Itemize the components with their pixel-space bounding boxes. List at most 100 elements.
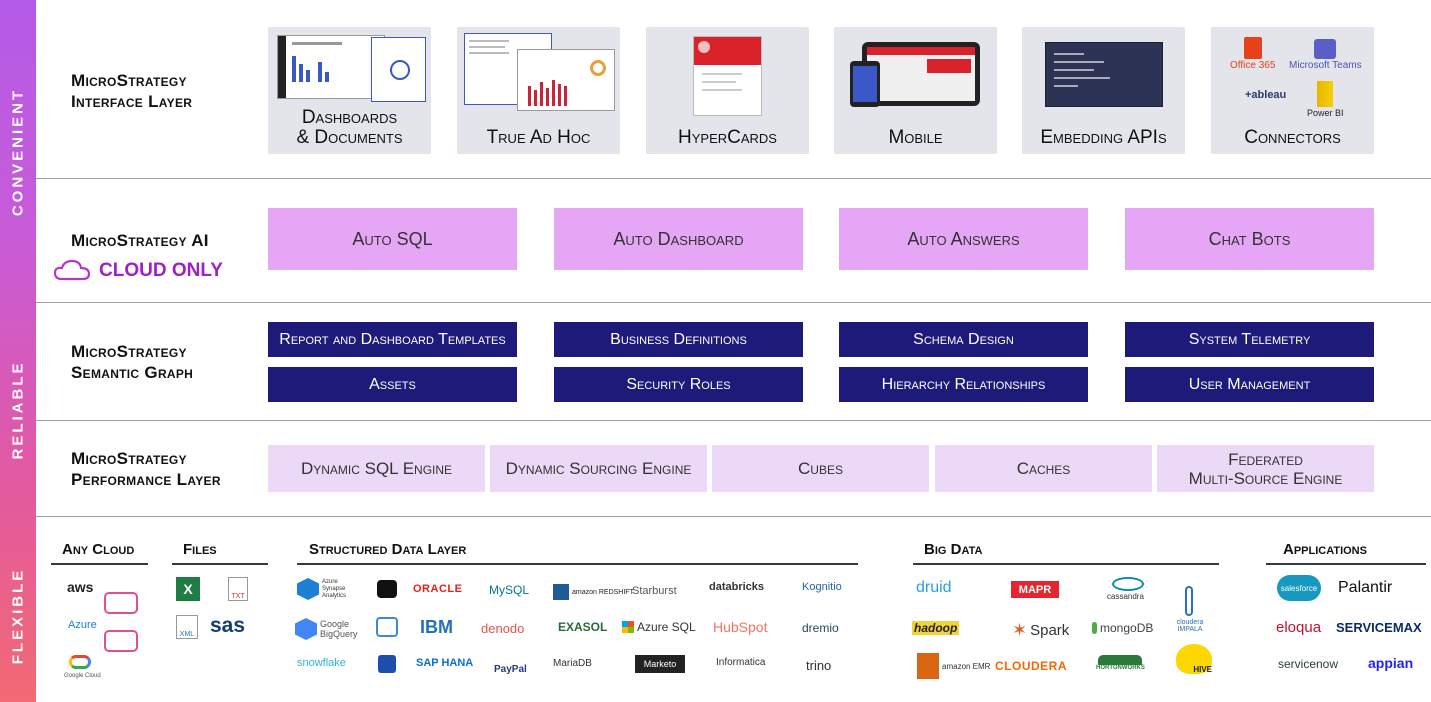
redshift-icon: [553, 584, 569, 600]
perf-dynamic-sql-engine[interactable]: Dynamic SQL Engine: [268, 445, 485, 492]
appian-logo: appian: [1368, 655, 1414, 671]
servicemax-logo: SERVICEMAX: [1336, 620, 1422, 635]
divider: [172, 563, 268, 565]
divider: [36, 302, 1431, 303]
mariadb-logo: MariaDB: [553, 658, 592, 669]
hadoop-logo: hadoop: [912, 621, 960, 635]
tile-label: Embedding APIs: [1040, 127, 1167, 148]
perf-cubes[interactable]: Cubes: [712, 445, 929, 492]
tile-connectors[interactable]: Office 365 Microsoft Teams +ableau Power…: [1211, 27, 1374, 154]
database-icon: [377, 580, 397, 598]
office-icon: [1243, 37, 1262, 59]
microsoft-icon: [622, 621, 634, 633]
performance-layer-title: MicroStrategy Performance Layer: [71, 449, 221, 489]
eloqua-logo: eloqua: [1276, 619, 1322, 636]
sidebar-label-flexible: FLEXIBLE: [9, 567, 27, 665]
salesforce-logo: salesforce: [1277, 575, 1321, 601]
marketo-logo: Marketo: [635, 655, 685, 673]
cassandra-logo: cassandra: [1107, 592, 1144, 601]
divider: [36, 516, 1431, 517]
semantic-business-definitions[interactable]: Business Definitions: [554, 322, 803, 357]
divider: [51, 563, 148, 565]
ibm-logo: IBM: [420, 617, 453, 637]
semantic-schema-design[interactable]: Schema Design: [839, 322, 1088, 357]
informatica-logo: Informatica: [716, 657, 766, 668]
cloudera-impala-logo: cloudera IMPALA: [1176, 619, 1204, 633]
denodo-logo: denodo: [481, 621, 525, 636]
synapse-icon: [297, 578, 319, 600]
amazon-emr-logo: amazon EMR: [917, 653, 990, 679]
cloud-icon: [53, 258, 91, 287]
layer-sidebar: CONVENIENT RELIABLE FLEXIBLE: [0, 0, 36, 702]
tile-true-ad-hoc[interactable]: True Ad Hoc: [457, 27, 620, 154]
hypercard-thumbnail: [693, 36, 762, 116]
divider: [36, 178, 1431, 179]
dremio-logo: dremio: [802, 621, 839, 635]
aws-logo: aws: [67, 579, 94, 595]
elephant-icon: [1098, 655, 1142, 665]
tile-mobile[interactable]: Mobile: [834, 27, 997, 154]
semantic-system-telemetry[interactable]: System Telemetry: [1125, 322, 1374, 357]
adhoc-chart-thumbnail: [517, 49, 615, 111]
divider: [1266, 563, 1426, 565]
hive-logo: HIVE: [1176, 644, 1212, 674]
bigquery-logo: Google BigQuery: [295, 618, 365, 640]
paypal-logo: PayPal: [494, 664, 527, 675]
dashboard-thumbnail: [277, 35, 385, 99]
interface-layer-title: MicroStrategy Interface Layer: [71, 71, 193, 111]
xml-file-icon: XML: [176, 615, 198, 639]
azure-synapse-logo: Azure Synapse Analytics: [297, 578, 357, 600]
heading-applications: Applications: [1283, 541, 1367, 558]
perf-federated-multi-source-engine[interactable]: Federated Multi-Source Engine: [1157, 445, 1374, 492]
perf-caches[interactable]: Caches: [935, 445, 1152, 492]
tile-label: HyperCards: [678, 127, 777, 148]
azure-sql-logo: Azure SQL: [622, 620, 696, 634]
database-icon: [376, 617, 398, 637]
txt-file-icon: TXT: [228, 577, 248, 601]
cloudera-logo: CLOUDERA: [995, 659, 1067, 673]
semantic-hierarchy-relationships[interactable]: Hierarchy Relationships: [839, 367, 1088, 402]
server-icon: [104, 592, 138, 614]
mongodb-leaf-icon: [1092, 622, 1097, 634]
google-cloud-icon: [69, 655, 91, 669]
snowflake-logo: snowflake: [297, 657, 346, 669]
ai-layer-title: MicroStrategy AI: [71, 231, 209, 250]
mapr-logo: MAPR: [1011, 581, 1059, 598]
mysql-logo: MySQL: [489, 583, 530, 597]
office365-logo: Office 365: [1230, 37, 1275, 71]
ai-auto-sql[interactable]: Auto SQL: [268, 208, 517, 270]
spark-logo: ✶ Spark: [1012, 620, 1070, 640]
servicenow-logo: servicenow: [1278, 657, 1339, 671]
exasol-logo: EXASOL: [558, 620, 608, 634]
tile-hypercards[interactable]: HyperCards: [646, 27, 809, 154]
kognitio-logo: Kognitio: [802, 581, 842, 593]
ai-auto-answers[interactable]: Auto Answers: [839, 208, 1088, 270]
google-cloud-logo: Google Cloud: [64, 673, 101, 679]
ai-auto-dashboard[interactable]: Auto Dashboard: [554, 208, 803, 270]
impala-icon: [1185, 586, 1193, 616]
heading-big-data: Big Data: [924, 541, 983, 558]
cassandra-eye-icon: [1112, 577, 1144, 591]
sap-hana-logo: SAP HANA: [416, 657, 474, 669]
bigquery-icon: [295, 618, 317, 640]
semantic-report-dashboard-templates[interactable]: Report and Dashboard Templates: [268, 322, 517, 357]
oracle-logo: ORACLE: [413, 583, 463, 595]
druid-logo: druid: [916, 579, 952, 596]
tile-embedding-apis[interactable]: Embedding APIs: [1022, 27, 1185, 154]
semantic-assets[interactable]: Assets: [268, 367, 517, 402]
spark-star-icon: ✶: [1012, 620, 1028, 640]
tile-label: Connectors: [1244, 127, 1341, 148]
cloud-only-label: CLOUD ONLY: [99, 260, 223, 281]
palantir-logo: Palantir: [1338, 579, 1393, 596]
redshift-logo: amazon REDSHIFT: [553, 584, 634, 600]
semantic-user-management[interactable]: User Management: [1125, 367, 1374, 402]
semantic-security-roles[interactable]: Security Roles: [554, 367, 803, 402]
perf-dynamic-sourcing-engine[interactable]: Dynamic Sourcing Engine: [490, 445, 707, 492]
ai-chat-bots[interactable]: Chat Bots: [1125, 208, 1374, 270]
sidebar-label-reliable: RELIABLE: [9, 360, 27, 460]
heading-any-cloud: Any Cloud: [62, 541, 135, 558]
teams-icon: [1314, 39, 1337, 59]
divider: [297, 563, 858, 565]
azure-logo: Azure: [68, 619, 97, 631]
tile-dashboards-documents[interactable]: Dashboards & Documents: [268, 27, 431, 154]
